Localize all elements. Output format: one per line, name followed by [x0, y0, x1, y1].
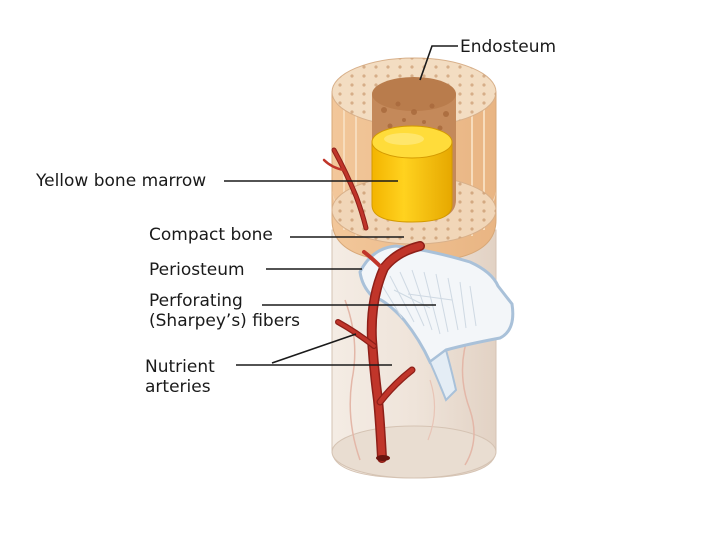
label-perforating-line1: Perforating	[149, 291, 243, 311]
label-nutrient-line2: arteries	[145, 377, 211, 397]
label-perforating-line2: (Sharpey’s) fibers	[149, 311, 301, 331]
label-nutrient-line1: Nutrient	[145, 357, 215, 377]
label-periosteum: Periosteum	[149, 260, 245, 280]
label-yellow-bone-marrow: Yellow bone marrow	[36, 171, 207, 191]
label-endosteum: Endosteum	[460, 37, 557, 57]
leader-endosteum	[419, 45, 458, 81]
nutrient-arteries	[322, 147, 425, 463]
leader-nutrient-arteries-1	[271, 333, 357, 364]
label-compact-bone: Compact bone	[149, 225, 273, 245]
leader-lines	[224, 45, 458, 366]
yellow-bone-marrow	[371, 125, 453, 223]
